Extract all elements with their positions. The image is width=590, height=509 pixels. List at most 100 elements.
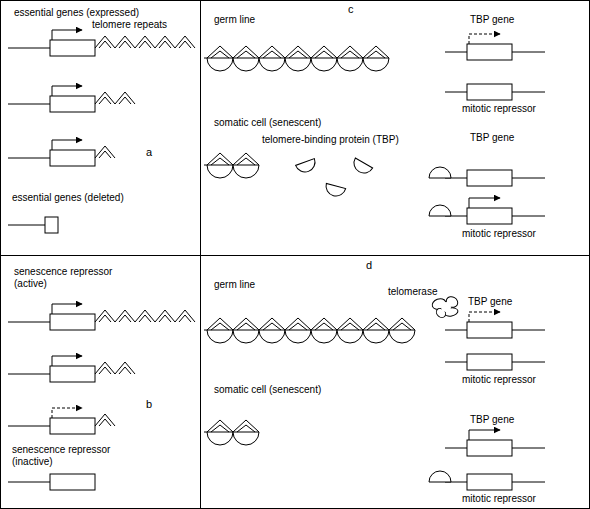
bound-tbp: [233, 58, 259, 71]
free-tbp: [350, 158, 372, 177]
bound-tbp: [259, 330, 285, 343]
bound-tbp: [233, 432, 259, 445]
telomere-repeat: [285, 318, 311, 330]
telomere-repeat: [175, 310, 195, 322]
bound-tbp: [207, 165, 233, 178]
telomere-repeat-inner: [289, 51, 307, 58]
dna-strand: [8, 48, 50, 49]
figure-label: mitotic repressor: [462, 228, 536, 240]
telomere-repeat: [95, 414, 115, 426]
bound-tbp: [429, 205, 451, 216]
figure-label: somatic cell (senescent): [214, 117, 321, 129]
telomere-repeat: [135, 36, 155, 48]
telomere-repeat-inner: [179, 41, 191, 48]
bound-tbp: [207, 432, 233, 445]
telomere-repeat-inner: [99, 419, 111, 426]
gene-box: [50, 366, 95, 382]
telomere-repeat: [115, 92, 135, 104]
figure-label: germ line: [214, 14, 255, 26]
telomere-repeat: [95, 92, 115, 104]
telomere-repeat-inner: [289, 323, 307, 330]
bound-tbp: [363, 58, 389, 71]
telomere-repeat: [337, 318, 363, 330]
figure-label: mitotic repressor: [462, 103, 536, 115]
telomere-repeat-inner: [119, 315, 131, 322]
dna-strand: [8, 426, 50, 427]
bound-tbp: [285, 58, 311, 71]
telomere-repeat: [363, 318, 389, 330]
gene-box: [50, 314, 95, 330]
bound-tbp: [233, 330, 259, 343]
dna-strand: [8, 158, 50, 159]
telomere-repeat-inner: [139, 41, 151, 48]
transcription-arrow: [469, 34, 500, 44]
telomere-repeat-inner: [393, 323, 411, 330]
telomere-repeat-inner: [159, 315, 171, 322]
panel-letter: c: [348, 3, 354, 15]
telomere-repeat-inner: [99, 41, 111, 48]
bound-tbp: [207, 330, 233, 343]
telomere-repeat-inner: [367, 51, 385, 58]
telomere-repeat: [233, 318, 259, 330]
dna-strand: [8, 374, 50, 375]
telomere-repeat: [135, 310, 155, 322]
telomere-repeat: [115, 36, 135, 48]
gene-box: [50, 150, 95, 166]
telomere-repeat: [389, 318, 415, 330]
figure-panel: dgerm linetelomeraseTBP genemitotic repr…: [200, 255, 590, 509]
telomere-repeat-inner: [237, 323, 255, 330]
telomere-repeat-inner: [263, 323, 281, 330]
telomere-repeat: [115, 362, 135, 374]
telomere-repeat-inner: [211, 158, 229, 165]
telomere-repeat-inner: [159, 41, 171, 48]
telomere-repeat-inner: [99, 97, 111, 104]
transcription-arrow: [52, 86, 82, 96]
telomere-repeat-inner: [211, 323, 229, 330]
telomere-repeat: [95, 146, 115, 158]
gene-box: [467, 44, 512, 60]
bound-tbp: [285, 330, 311, 343]
gene-box: [467, 440, 512, 456]
telomere-repeat: [155, 310, 175, 322]
dna-strand: [8, 225, 45, 226]
telomere-repeat: [233, 46, 259, 58]
telomere-repeat-inner: [237, 158, 255, 165]
transcription-arrow: [52, 304, 82, 314]
gene-box: [467, 170, 512, 186]
telomere-repeat: [259, 318, 285, 330]
figure-label: telomerase: [388, 286, 437, 298]
gene-box: [50, 40, 95, 56]
telomere-repeat: [95, 362, 115, 374]
figure-label: germ line: [214, 279, 255, 291]
telomere-repeat-inner: [237, 425, 255, 432]
transcription-arrow: [52, 140, 82, 150]
transcription-arrow: [52, 30, 82, 40]
telomere-repeat-inner: [99, 315, 111, 322]
panel-letter: d: [366, 259, 372, 271]
free-tbp: [324, 183, 346, 198]
gene-box: [50, 418, 95, 434]
transcription-arrow: [469, 312, 500, 322]
telomere-repeat: [155, 36, 175, 48]
dna-strand: [8, 322, 50, 323]
panel-letter: a: [146, 146, 152, 158]
telomere-repeat: [207, 420, 233, 432]
telomere-repeat: [259, 46, 285, 58]
figure-label: TBP gene: [470, 132, 514, 144]
telomere-repeat: [95, 36, 115, 48]
telomere-repeat-inner: [341, 51, 359, 58]
telomere-repeat-inner: [211, 51, 229, 58]
figure-panel: senescence repressor (active)bsenescence…: [0, 255, 201, 509]
telomere-repeat-inner: [99, 367, 111, 374]
gene-box: [50, 474, 95, 490]
telomere-repeat: [115, 310, 135, 322]
figure-label: essential genes (deleted): [12, 192, 124, 204]
figure-label: TBP gene: [470, 414, 514, 426]
telomere-repeat-inner: [179, 315, 191, 322]
telomere-repeat-inner: [341, 323, 359, 330]
gene-box: [50, 96, 95, 112]
transcription-arrow: [52, 408, 82, 418]
gene-box: [467, 208, 512, 224]
telomere-repeat: [363, 46, 389, 58]
bound-tbp: [311, 58, 337, 71]
